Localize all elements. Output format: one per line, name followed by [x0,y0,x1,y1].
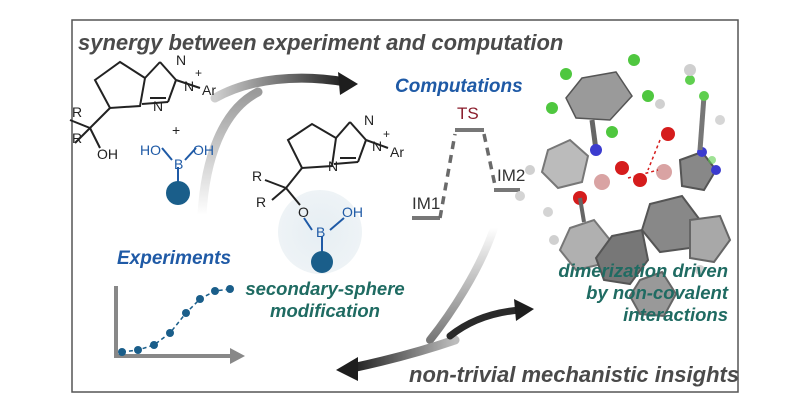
r-group-mid-2: R [256,194,267,210]
boron-substituent-sphere-middle [311,251,333,273]
label-im2: IM2 [497,166,526,185]
data-point [182,309,190,317]
r-group-mid-1: R [252,168,263,184]
boronic-ho-left: HO [140,142,161,158]
energy-profile [412,128,520,220]
data-point [196,295,204,303]
plus-sign: + [172,122,181,138]
arrow-top-to-experiments [197,87,263,220]
dimer-line-1: dimerization driven [558,260,728,281]
arrow-bottom-to-right [446,306,524,340]
hydroxyl-left: OH [97,146,118,162]
boronic-oh-mid: OH [342,204,363,220]
secondary-line-1: secondary-sphere [245,278,405,299]
data-point [226,285,234,293]
kinetics-plot [114,285,245,364]
headline-top: synergy between experiment and computati… [78,30,564,55]
arrow-bottom-to-left [347,335,460,373]
boron-substituent-sphere-left [166,181,190,205]
arrow-top-to-computations [210,73,350,103]
label-secondary-sphere: secondary-sphere modification [242,278,408,322]
arrowhead-top [338,72,358,95]
boron-left: B [174,156,184,172]
secondary-sphere-halo [278,190,362,274]
label-experiments: Experiments [117,248,232,269]
aryl-left: Ar [202,82,216,98]
dimer-3d-model [515,54,732,318]
charge-plus-left: + [195,66,203,80]
catalyst-structure-middle [264,121,389,206]
dimer-line-3: interactions [623,304,728,325]
atom-n-left-2: N [176,52,187,68]
data-point [211,287,219,295]
frame-border [71,19,739,393]
boronic-acid-left [161,147,197,182]
label-ts: TS [457,104,479,123]
boron-mid: B [316,224,326,240]
atom-n-left-1: N [153,98,164,114]
arrow-bottom-branch [426,224,498,344]
arrowhead-bottom-left [336,357,358,381]
dimer-line-2: by non-covalent [586,282,728,303]
atom-n-left-3: N [184,78,195,94]
boronate-middle [303,217,345,252]
headline-bottom: non-trivial mechanistic insights [409,362,740,387]
boronic-oh-left: OH [193,142,214,158]
label-im1: IM1 [412,194,441,213]
atom-n-mid-1: N [328,158,339,174]
label-dimerization: dimerization driven by non-covalent inte… [536,260,742,326]
charge-plus-mid: + [383,127,391,141]
arrowhead-bottom-right [514,299,534,321]
r-group-left-2: R [72,130,83,146]
atom-n-mid-3: N [372,138,383,154]
data-point [150,341,158,349]
aryl-mid: Ar [390,144,404,160]
secondary-line-2: modification [270,300,380,321]
data-point [166,329,174,337]
atom-n-mid-2: N [364,112,375,128]
label-computations: Computations [395,76,523,97]
data-point [118,348,126,356]
catalyst-structure-left [69,60,201,149]
r-group-left-1: R [72,104,83,120]
oxygen-mid: O [298,204,309,220]
data-point [134,346,142,354]
